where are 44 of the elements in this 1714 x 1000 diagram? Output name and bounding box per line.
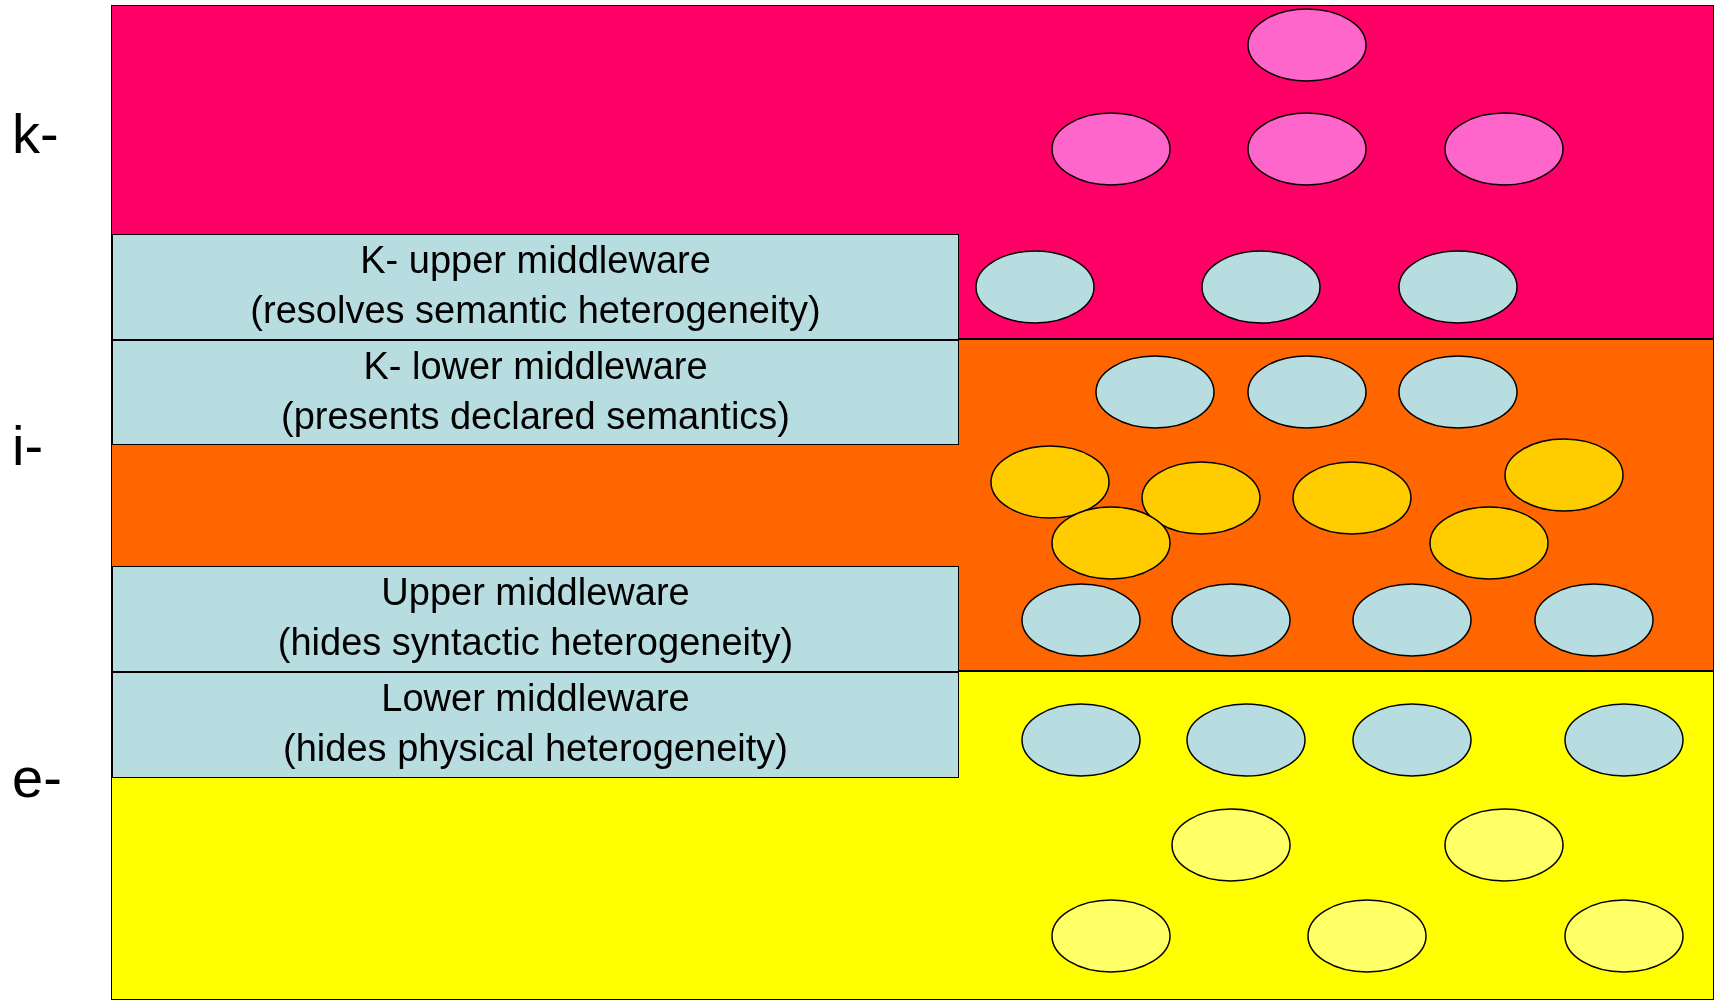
ellipse-shape [1021,702,1141,777]
ellipse-shape [1050,898,1171,973]
layer-title: K- lower middleware [363,344,708,389]
ellipse-shape [1444,111,1564,186]
layer-description: (hides physical heterogeneity) [283,726,788,771]
layer-description: (hides syntactic heterogeneity) [277,620,794,665]
ellipse-shape [1398,250,1519,325]
ellipse-shape [1095,355,1216,430]
layer-label: i- [12,418,44,474]
ellipse-shape [1141,461,1262,536]
ellipse-shape [1533,582,1654,657]
middleware-box [112,340,959,445]
ellipse-shape [1307,898,1428,973]
ellipse-shape [1564,702,1685,777]
ellipse-shape [1504,438,1625,513]
layer-title: Upper middleware [381,570,690,615]
ellipse-shape [990,444,1111,519]
ellipse-shape [1247,7,1368,82]
layer-description: (presents declared semantics) [281,394,790,439]
layer-label: k- [12,106,59,162]
layer-description: (resolves semantic heterogeneity) [250,288,821,333]
ellipse-shape [1398,355,1519,430]
ellipse-shape [1201,250,1322,325]
ellipse-shape [1170,807,1291,882]
ellipse-shape [1170,582,1291,657]
middleware-box [112,234,959,340]
ellipse-shape [1021,582,1141,657]
ellipse-shape [1292,461,1413,536]
layer-label: e- [12,750,62,806]
middleware-box [112,566,959,672]
ellipse-shape [1050,506,1171,581]
ellipse-shape [1444,807,1564,882]
ellipse-shape [1247,355,1368,430]
ellipse-shape [1428,506,1549,581]
ellipse-shape [1050,111,1171,186]
ellipse-shape [1352,582,1473,657]
ellipse-shape [1352,702,1473,777]
layer-title: K- upper middleware [360,238,711,283]
ellipse-shape [975,250,1096,325]
layer-title: Lower middleware [381,676,690,721]
ellipse-shape [1564,898,1685,973]
middleware-box [112,672,959,778]
ellipse-shape [1186,702,1307,777]
ellipse-shape [1247,111,1368,186]
